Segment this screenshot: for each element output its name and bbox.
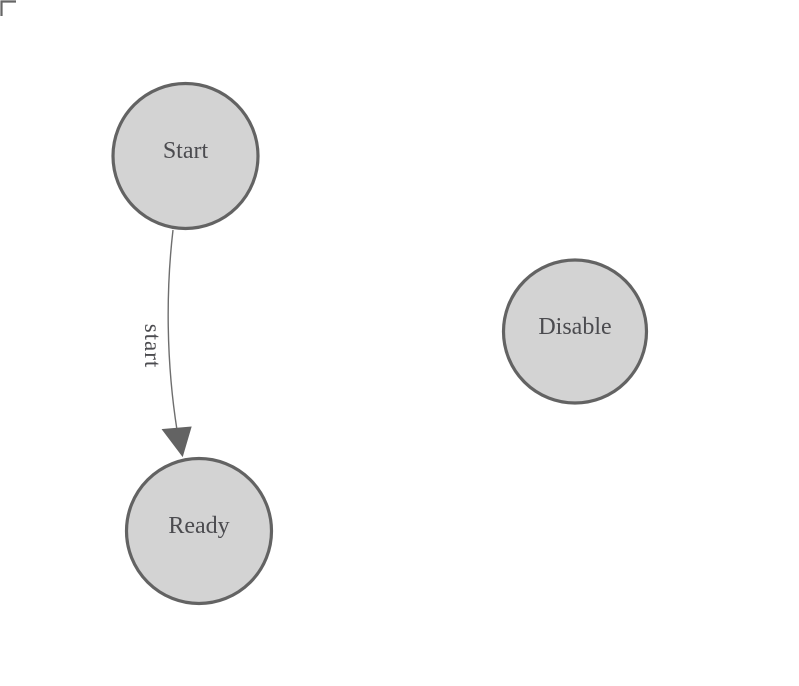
arrowhead-icon — [161, 426, 192, 458]
node-disable-circle[interactable] — [501, 258, 649, 405]
edge-start-to-ready[interactable]: start — [140, 229, 192, 458]
node-ready[interactable]: Ready — [124, 456, 274, 606]
node-disable[interactable]: Disable — [501, 258, 649, 405]
node-ready-label: Ready — [168, 513, 229, 539]
edge-label: start — [140, 324, 165, 369]
node-start-circle[interactable] — [111, 81, 260, 231]
canvas-corner-mark — [0, 0, 16, 16]
node-ready-circle[interactable] — [124, 456, 274, 606]
edge-line[interactable] — [167, 229, 178, 431]
node-start[interactable]: Start — [111, 81, 260, 231]
node-start-label: Start — [163, 138, 209, 164]
node-disable-label: Disable — [538, 314, 611, 340]
